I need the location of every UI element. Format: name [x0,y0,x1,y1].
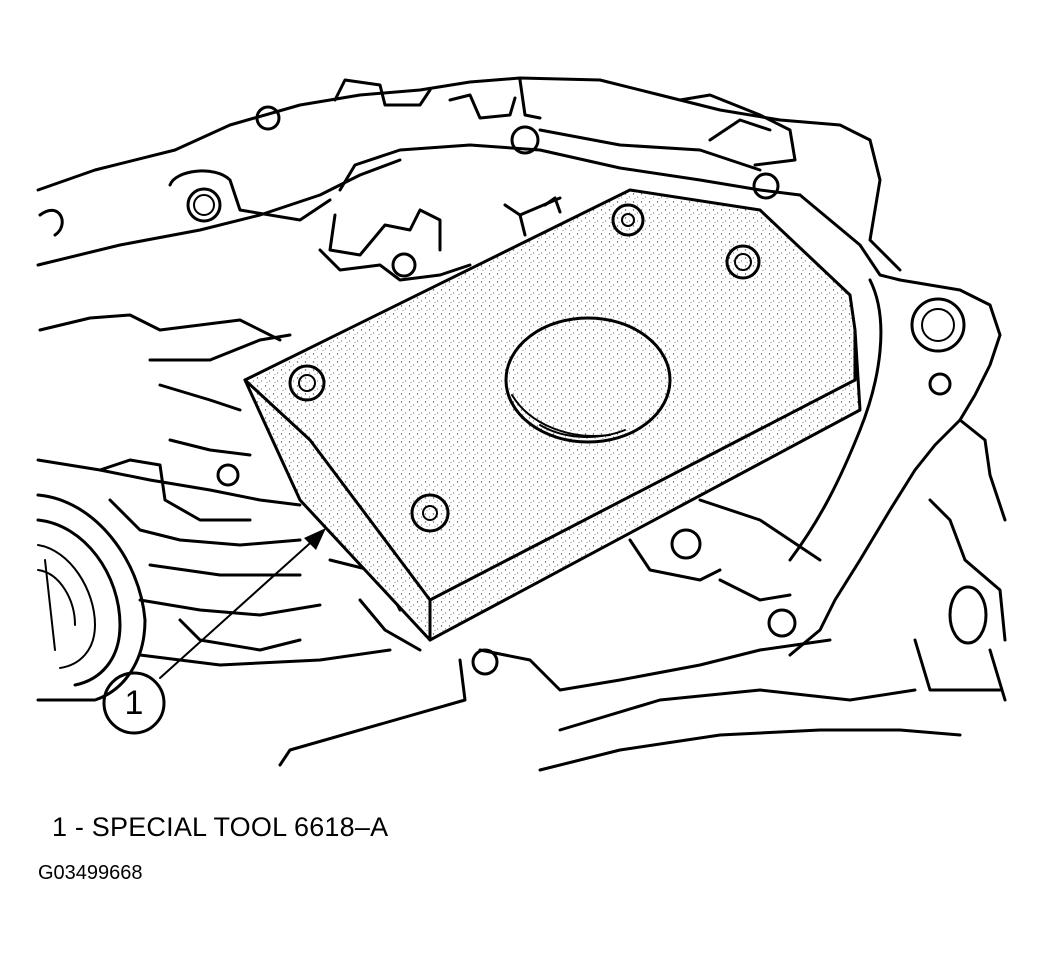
figure-id: G03499668 [38,862,143,884]
special-tool-block [243,188,862,642]
transmission-case [36,76,902,282]
case-flange [767,193,1007,702]
callout-number-1: 1 [124,683,144,722]
transmission-case-illustration [36,76,1007,772]
callout-leader-arrow [102,528,326,735]
legend-item-1: 1 - SPECIAL TOOL 6618–A [52,812,389,842]
bearing-drum [36,493,147,702]
case-lower-section [36,313,962,772]
